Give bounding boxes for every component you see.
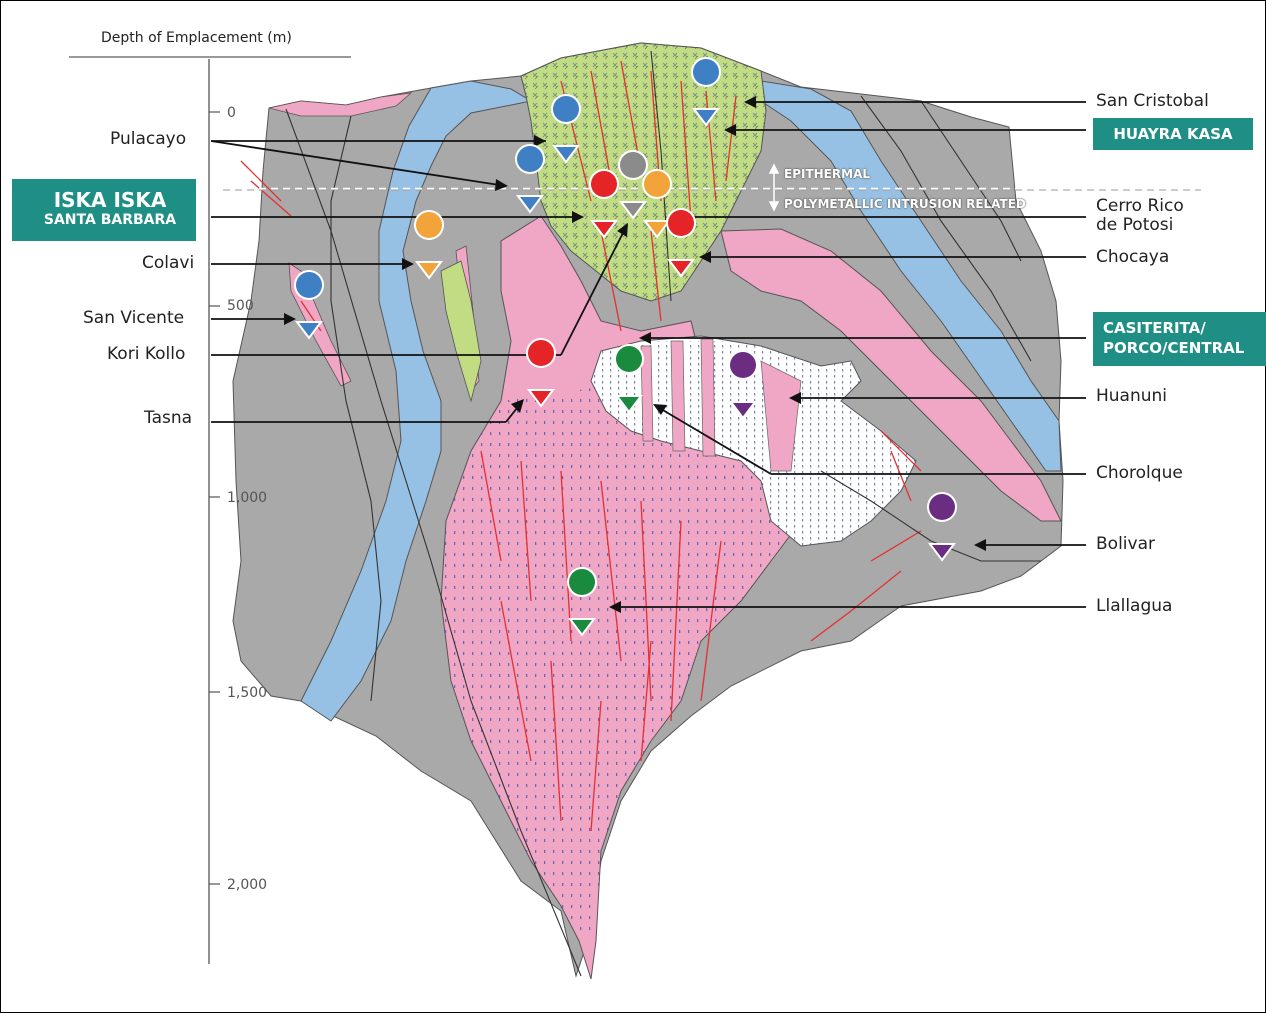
red-veinlets [240, 60, 922, 832]
depth-ticks [209, 111, 220, 885]
badge-huayra-kasa: HUAYRA KASA [1093, 118, 1253, 150]
label-kori-kollo: Kori Kollo [107, 344, 186, 364]
pin-chocaya [666, 208, 696, 278]
deposit-pins [294, 57, 957, 637]
leader-lines [210, 101, 1086, 608]
pin-pulacayo-upper [551, 94, 581, 164]
badge-casiterita-line2: PORCO/CENTRAL [1103, 339, 1245, 357]
pink-stratum-right [720, 228, 1062, 522]
label-cerro-rico-line2: de Potosi [1096, 215, 1174, 235]
pin-tasna [526, 338, 556, 408]
pin-llallagua [567, 567, 597, 637]
pin-chorolque [614, 344, 644, 414]
pin-pulacayo-lower [515, 144, 545, 214]
label-llallagua: Llallagua [1096, 596, 1173, 616]
leader-arrowheads [284, 96, 986, 613]
label-cerro-rico-line1: Cerro Rico [1096, 196, 1184, 216]
label-san-vicente: San Vicente [83, 308, 185, 328]
tick-1500: 1,500 [227, 685, 268, 701]
zone-label-polymetallic: POLYMETALLIC INTRUSION RELATED [784, 197, 1026, 211]
pink-fingers [640, 338, 802, 472]
label-chorolque: Chorolque [1096, 463, 1183, 483]
boundary-arrow-icon [768, 163, 780, 212]
pin-huanuni [728, 350, 758, 420]
blue-stratum-right [760, 80, 1062, 472]
tick-0: 0 [227, 105, 236, 121]
badge-iska-line1: ISKA ISKA [53, 188, 167, 212]
label-colavi: Colavi [142, 253, 195, 273]
zone-label-epithermal: EPITHERMAL [784, 167, 870, 181]
axis-title: Depth of Emplacement (m) [101, 30, 292, 46]
label-huanuni: Huanuni [1096, 386, 1168, 406]
pin-cerro-rico [642, 169, 672, 239]
tick-2000: 2,000 [227, 877, 268, 893]
label-chocaya: Chocaya [1096, 247, 1170, 267]
pin-colavi [414, 210, 444, 280]
pin-san-vicente [294, 270, 324, 340]
tick-500: 500 [227, 298, 254, 314]
fault-lines [285, 50, 1041, 977]
pin-san-cristobal [691, 57, 721, 127]
green-dyke [440, 260, 482, 403]
label-bolivar: Bolivar [1096, 534, 1155, 554]
label-pulacayo: Pulacayo [110, 129, 187, 149]
badge-casiterita-line1: CASITERITA/ [1103, 319, 1206, 337]
pin-kori-kollo [618, 150, 648, 220]
tick-1000: 1,000 [227, 490, 268, 506]
badge-iska-iska: ISKA ISKA SANTA BARBARA [12, 179, 196, 241]
pink-stratum-top [268, 92, 413, 117]
pin-iska-iska [589, 169, 619, 239]
label-san-cristobal: San Cristobal [1096, 91, 1209, 111]
badge-iska-line2: SANTA BARBARA [43, 212, 177, 228]
blue-stratum-left [300, 80, 533, 722]
badge-casiterita: CASITERITA/ PORCO/CENTRAL [1093, 312, 1266, 366]
label-tasna: Tasna [144, 408, 193, 428]
pin-bolivar [927, 492, 957, 562]
